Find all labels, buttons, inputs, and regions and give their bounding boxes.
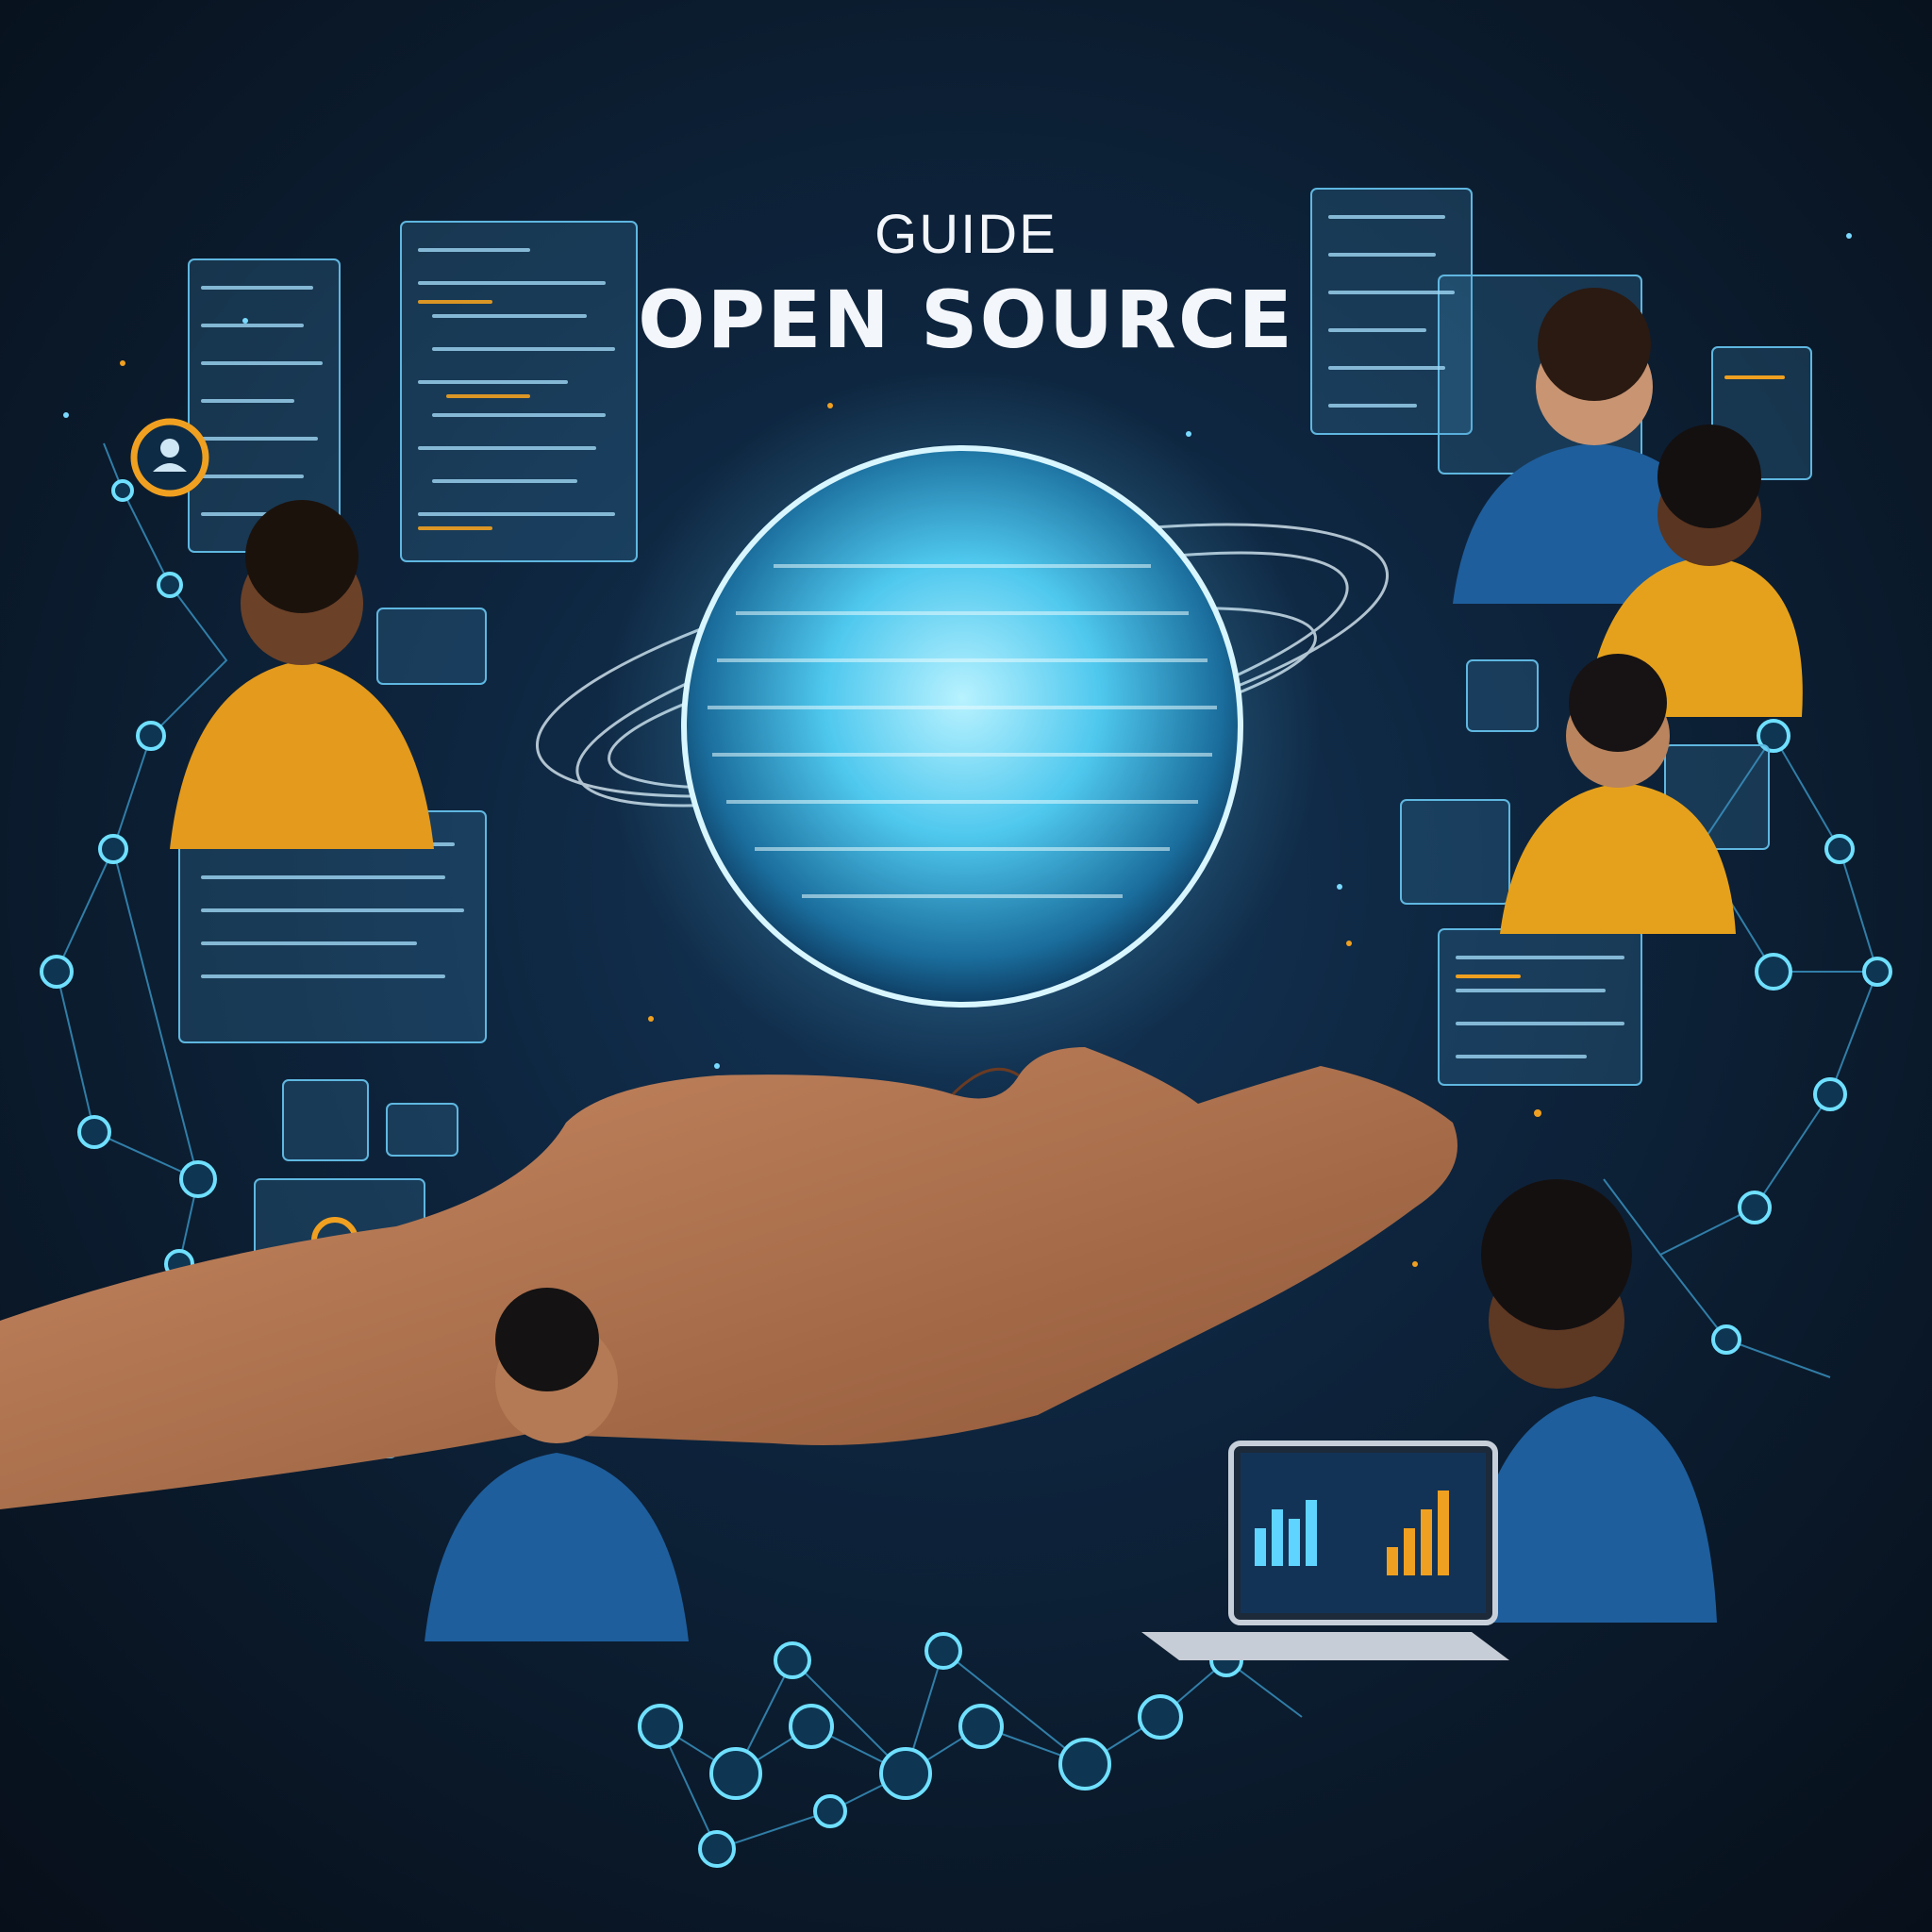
network-node-icon xyxy=(40,479,1892,1868)
globe-icon xyxy=(604,368,1321,1085)
code-panel-icon xyxy=(178,221,638,1043)
title-block: GUIDE OPEN SOURCE xyxy=(0,203,1932,366)
page-title: OPEN SOURCE xyxy=(638,274,1294,366)
hand-icon xyxy=(0,1047,1457,1509)
laptop-icon xyxy=(1141,1441,1509,1660)
sparkles xyxy=(120,360,1541,1267)
guide-subtitle: GUIDE xyxy=(874,204,1058,265)
person-icon xyxy=(170,288,1803,1641)
bar-chart-icon xyxy=(1255,1491,1449,1575)
person-icon xyxy=(130,418,209,497)
